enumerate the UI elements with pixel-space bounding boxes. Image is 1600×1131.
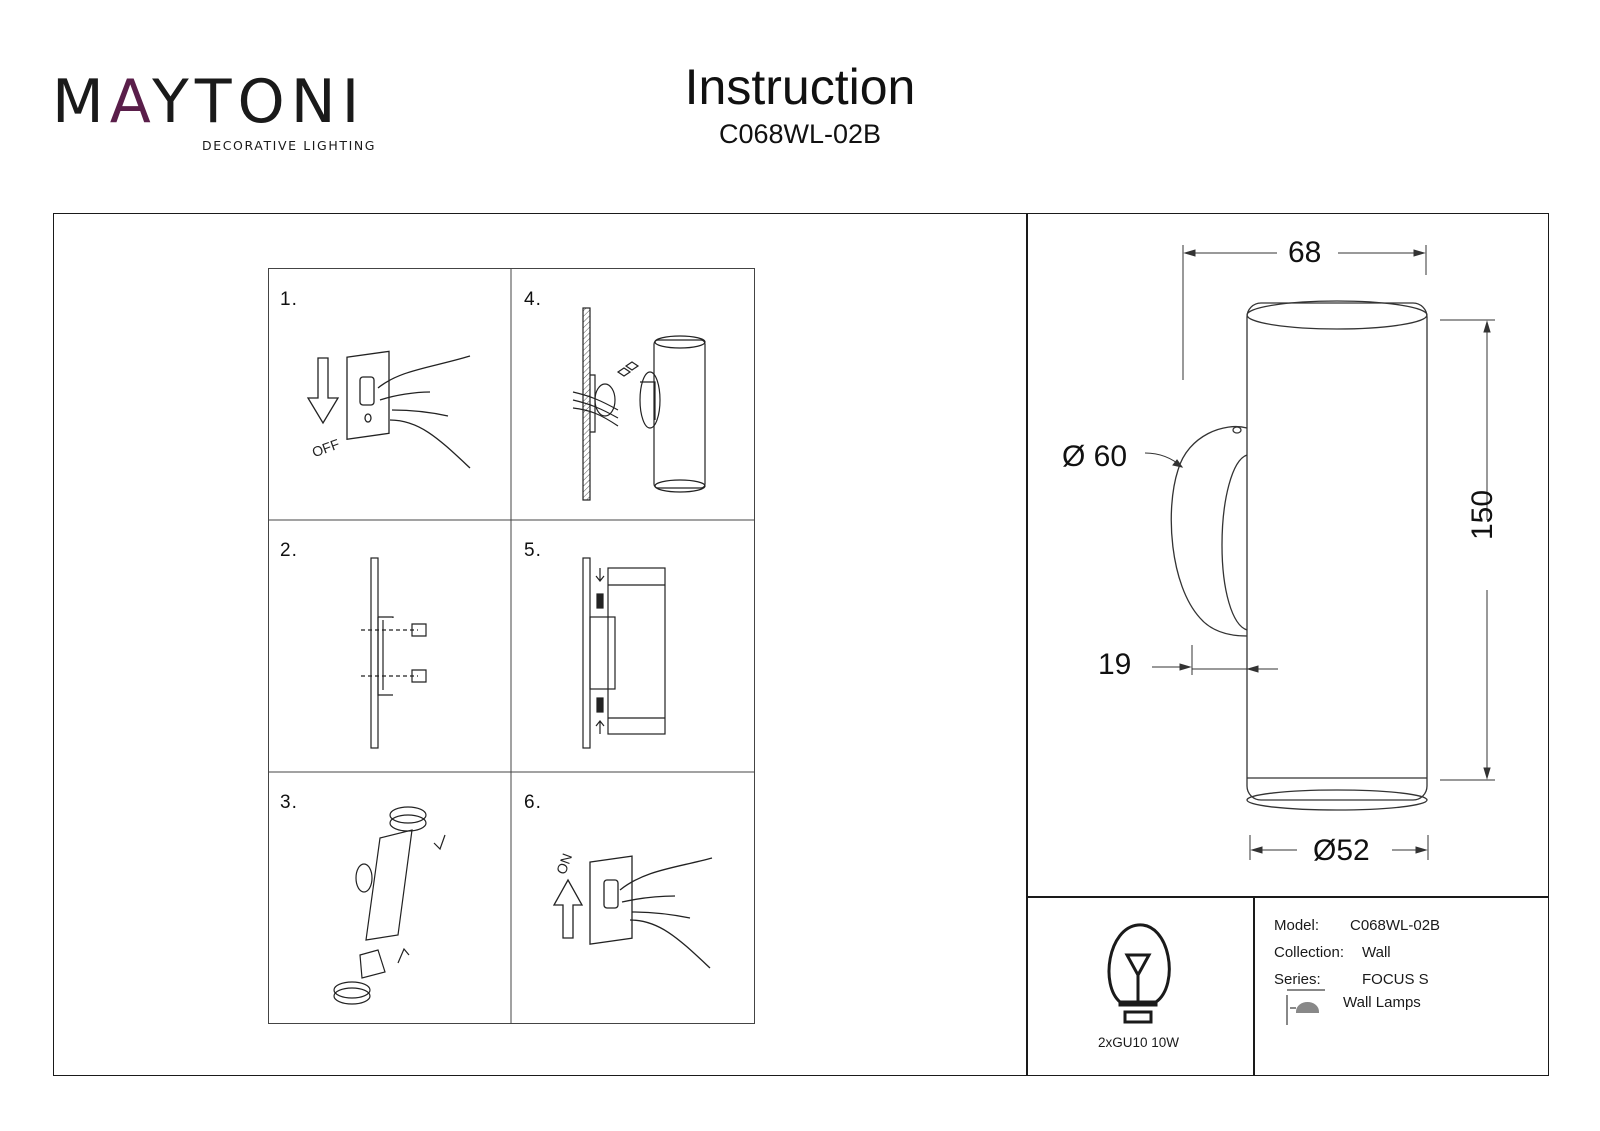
light-bulb-icon <box>1107 923 1171 1024</box>
frame-divider-vertical <box>1026 214 1028 1075</box>
bulb-spec: 2xGU10 10W <box>1098 1035 1180 1050</box>
content-frame <box>53 213 1549 1076</box>
dimension-width: 68 <box>1288 236 1322 269</box>
dimension-lines <box>1144 245 1495 860</box>
switch-on-hand-icon <box>552 855 713 969</box>
lamp-mounting-icon <box>582 557 666 749</box>
bulb-insertion-icon <box>333 806 446 1005</box>
wall-bracket-screws-icon <box>361 557 427 749</box>
series-value: FOCUS S <box>1362 971 1429 988</box>
series-label: Series: <box>1274 971 1321 988</box>
frame-divider-horizontal <box>1027 896 1548 898</box>
collection-value: Wall <box>1362 944 1391 961</box>
dimension-base-diameter: Ø 60 <box>1062 440 1128 473</box>
lamp-dimension-drawing <box>1170 300 1428 811</box>
dimension-depth: 19 <box>1098 648 1132 681</box>
step-number-2: 2. <box>280 540 298 561</box>
dimension-tube-diameter: Ø52 <box>1313 834 1370 867</box>
step-number-3: 3. <box>280 792 298 813</box>
brand-tagline: DECORATIVE LIGHTING <box>202 138 377 153</box>
step-number-1: 1. <box>280 289 298 310</box>
dimension-height: 150 <box>1466 489 1499 540</box>
step-number-6: 6. <box>524 792 542 813</box>
collection-label: Collection: <box>1274 944 1345 961</box>
step-number-5: 5. <box>524 540 542 561</box>
lamp-type-value: Wall Lamps <box>1343 994 1421 1011</box>
switch-off-hand-icon <box>306 350 471 469</box>
wall-lamp-icon <box>1286 989 1325 1025</box>
on-label: ON <box>553 851 575 876</box>
wire-connection-icon <box>572 307 706 501</box>
brand-name: MAYTONI <box>52 67 366 137</box>
step-number-4: 4. <box>524 289 542 310</box>
off-label: OFF <box>310 436 342 461</box>
brand-logo: MAYTONI DECORATIVE LIGHTING <box>52 62 382 162</box>
model-code: C068WL-02B <box>718 119 882 149</box>
page-title: Instruction <box>684 59 916 115</box>
model-value: C068WL-02B <box>1350 917 1441 934</box>
model-label: Model: <box>1274 917 1320 934</box>
info-divider-vertical <box>1253 897 1255 1075</box>
